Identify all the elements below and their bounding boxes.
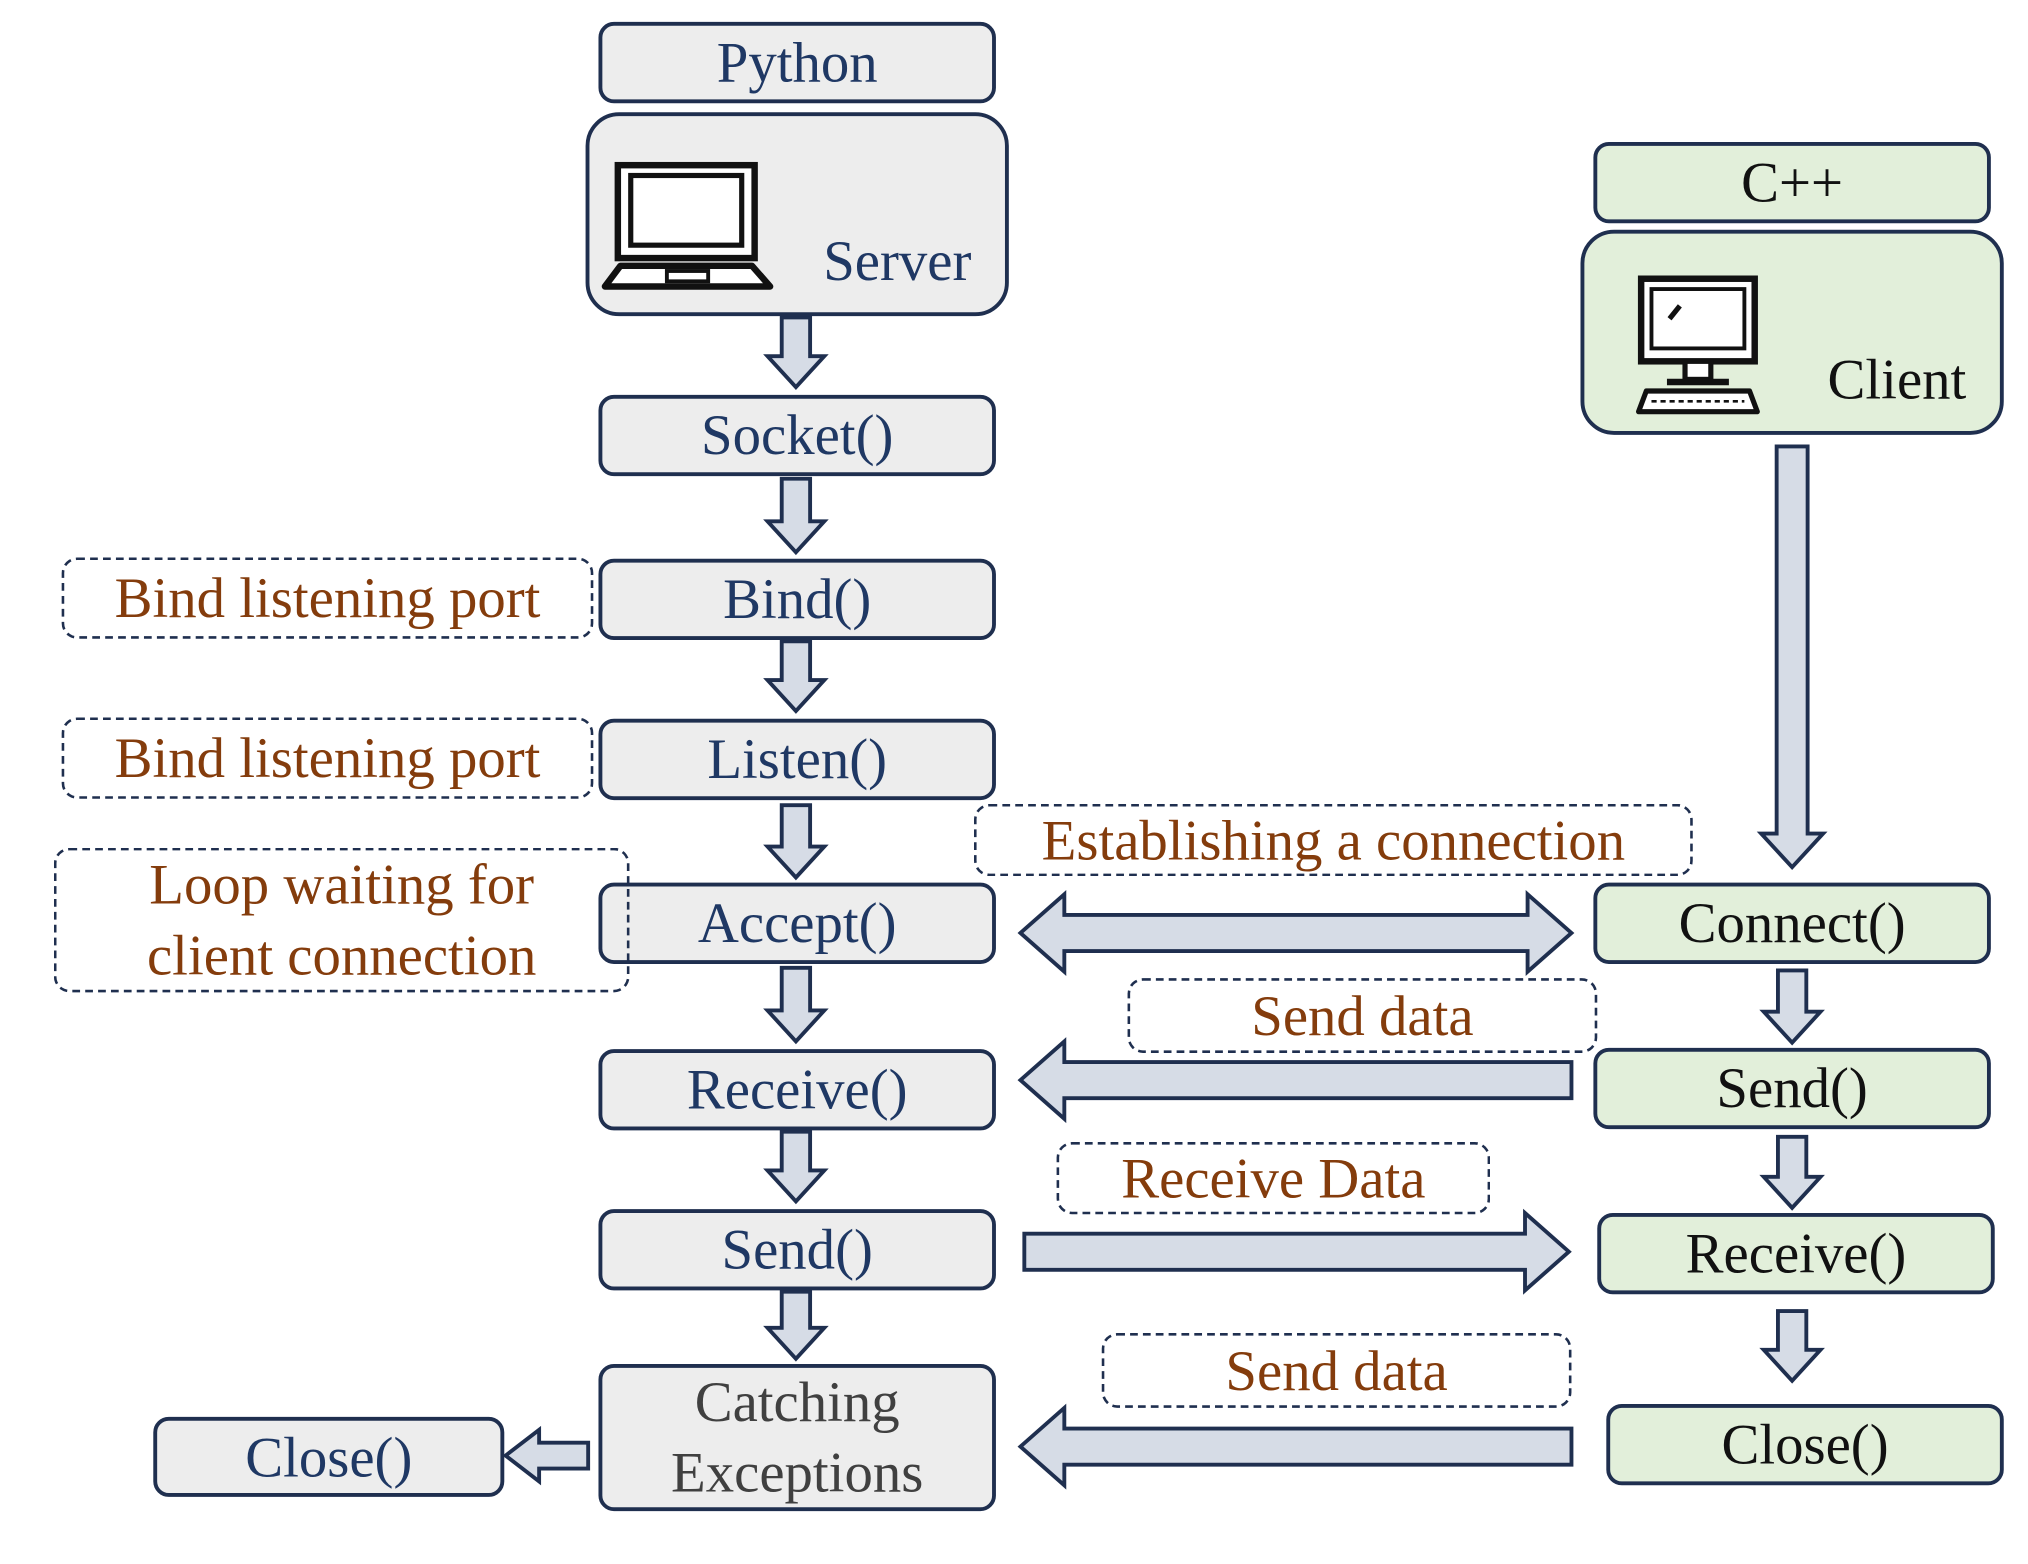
establish-connection-note: Establishing a connection: [973, 803, 1693, 877]
server-catching-exceptions-step: Catching Exceptions: [598, 1363, 996, 1512]
server-arrow-to-exceptions: [763, 1289, 829, 1362]
client-send-arrow: [1017, 1037, 1574, 1124]
server-listen-step: Listen(): [598, 718, 996, 801]
server-arrow-to-listen: [763, 639, 829, 714]
server-arrow-to-socket: [763, 315, 829, 390]
server-card: Server: [585, 112, 1009, 317]
client-send-data-note: Send data: [1127, 978, 1598, 1053]
listen-port-note: Bind listening port: [61, 717, 594, 799]
close-send-data-note: Send data: [1101, 1333, 1572, 1408]
arrows-layer: [502, 315, 1828, 1490]
server-arrow-to-bind: [763, 476, 829, 556]
client-title: Client: [1827, 348, 1967, 412]
client-connect-step: Connect(): [1593, 882, 1991, 964]
server-send-step: Send(): [598, 1209, 996, 1291]
connection-arrow: [1017, 889, 1575, 976]
server-socket-step: Socket(): [598, 394, 996, 477]
server-arrow-to-receive: [763, 965, 829, 1045]
laptop-icon: [601, 161, 774, 290]
socket-communication-diagram: Python Server Socket() Bind() Listen() A…: [5, 0, 2023, 1564]
server-language-label: Python: [598, 21, 996, 104]
accept-loop-note: Loop waiting for client connection: [53, 847, 630, 993]
server-arrow-to-close: [502, 1425, 591, 1486]
close-arrow: [1017, 1403, 1574, 1490]
server-arrow-to-send: [763, 1129, 829, 1205]
client-receive-step: Receive(): [1597, 1213, 1995, 1295]
client-arrow-to-connect: [1756, 444, 1828, 871]
client-arrow-to-send: [1759, 968, 1825, 1046]
server-accept-step: Accept(): [598, 882, 996, 964]
server-close-step: Close(): [153, 1416, 505, 1497]
client-send-step: Send(): [1593, 1047, 1991, 1130]
client-card: Client: [1580, 229, 2004, 435]
client-close-step: Close(): [1606, 1403, 2004, 1486]
server-send-arrow: [1022, 1208, 1572, 1295]
client-language-label: C++: [1593, 141, 1991, 224]
client-arrow-to-receive: [1759, 1134, 1825, 1211]
server-title: Server: [823, 229, 972, 293]
server-arrow-to-accept: [763, 803, 829, 881]
server-receive-step: Receive(): [598, 1049, 996, 1131]
desktop-computer-icon: [1635, 275, 1760, 415]
bind-port-note: Bind listening port: [61, 557, 594, 639]
client-arrow-to-close: [1759, 1309, 1825, 1384]
server-bind-step: Bind(): [598, 558, 996, 641]
server-receive-data-note: Receive Data: [1056, 1142, 1491, 1215]
